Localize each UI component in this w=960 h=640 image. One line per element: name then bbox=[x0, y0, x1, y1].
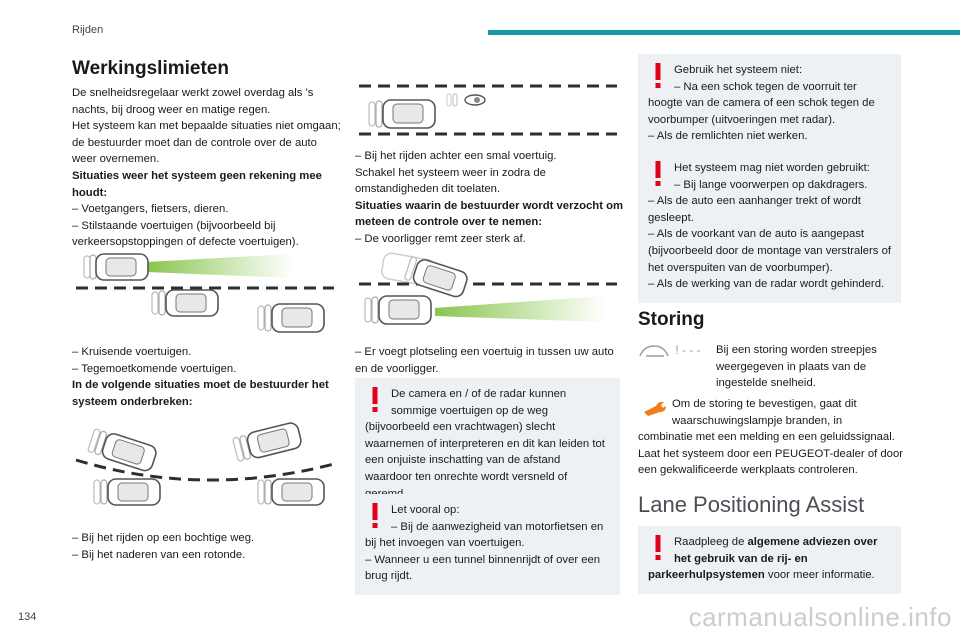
warning-text: Het systeem mag niet worden gebruikt: bbox=[674, 162, 870, 174]
column-2: – Bij het rijden achter een smal voertui… bbox=[355, 148, 625, 248]
storing-warning-lamp-text: Om de storing te bevestigen, gaat dit wa… bbox=[638, 396, 903, 479]
speed-dashes-icon: ! - - - bbox=[638, 342, 708, 364]
section-heading-storing: Storing bbox=[638, 309, 705, 330]
warning-text: De camera en / of de radar kunnen sommig… bbox=[391, 388, 567, 417]
warning-text: Gebruik het systeem niet: bbox=[674, 64, 803, 76]
warning-text: – Bij lange voorwerpen op dakdragers. bbox=[674, 178, 868, 191]
list-item: – Er voegt plotseling een voertuig in tu… bbox=[355, 346, 614, 375]
list-item: – Bij het rijden achter een smal voertui… bbox=[355, 150, 557, 162]
illustration-stationary-vehicles bbox=[76, 253, 334, 333]
watermark: carmanualsonline.info bbox=[688, 602, 952, 632]
warning-text: – Als de remlichten niet werken. bbox=[648, 130, 808, 143]
car-icon bbox=[83, 253, 149, 281]
paragraph: Bij een storing worden streepjes weergeg… bbox=[716, 344, 877, 390]
page-number: 134 bbox=[18, 611, 37, 623]
car-icon bbox=[404, 256, 468, 298]
column-1-cont: – Kruisende voertuigen. – Tegemoetkomend… bbox=[72, 344, 342, 410]
section-heading-werkingslimieten: Werkingslimieten bbox=[72, 58, 229, 79]
header-accent-bar bbox=[488, 30, 960, 35]
illustration-cut-in-vehicle bbox=[359, 252, 617, 325]
column-1-end: – Bij het rijden op een bochtige weg. – … bbox=[72, 530, 342, 563]
list-item: – Kruisende voertuigen. bbox=[72, 346, 192, 358]
list-item: – Stilstaande voertuigen (bijvoorbeeld b… bbox=[72, 219, 299, 249]
warning-text: – Bij de aanwezigheid van motorfietsen e… bbox=[391, 520, 604, 533]
warning-text: Raadpleeg de bbox=[674, 536, 748, 548]
illustration-curved-road bbox=[75, 422, 335, 506]
warning-box-do-not-use: Gebruik het systeem niet: – Na een schok… bbox=[638, 54, 901, 155]
warning-text: – Als de voorkant van de auto is aangepa… bbox=[648, 228, 892, 274]
paragraph: Schakel het systeem weer in zodra de oms… bbox=[355, 166, 546, 196]
warning-icon bbox=[655, 161, 661, 186]
car-icon bbox=[93, 478, 161, 506]
paragraph: Het systeem kan met bepaalde situaties n… bbox=[72, 120, 341, 166]
storing-fault-display: ! - - - Bij een storing worden streepjes… bbox=[638, 342, 903, 392]
section-heading-lane-positioning-assist: Lane Positioning Assist bbox=[638, 492, 865, 517]
warning-icon bbox=[372, 387, 378, 412]
car-icon bbox=[368, 99, 436, 129]
warning-text: hoogte van de camera of een schok tegen … bbox=[648, 97, 875, 126]
car-icon bbox=[151, 289, 219, 317]
car-icon bbox=[232, 422, 302, 462]
paragraph: Om de storing te bevestigen, gaat dit wa… bbox=[672, 398, 857, 427]
warning-box-camera-radar: De camera en / of de radar kunnen sommig… bbox=[355, 378, 620, 513]
illustration-narrow-vehicle bbox=[359, 84, 617, 136]
warning-text: – Wanneer u een tunnel binnenrijdt of ov… bbox=[365, 553, 601, 583]
list-item: – Bij het rijden op een bochtige weg. bbox=[72, 532, 255, 544]
dashes-text: ! - - - bbox=[675, 343, 701, 358]
wrench-icon bbox=[640, 398, 668, 418]
car-icon bbox=[364, 295, 432, 325]
list-item: – Tegemoetkomende voertuigen. bbox=[72, 362, 237, 375]
warning-icon bbox=[655, 535, 661, 560]
list-item: – Bij het naderen van een rotonde. bbox=[72, 548, 246, 561]
warning-text: bij het invoegen van voertuigen. bbox=[365, 537, 525, 550]
warning-icon bbox=[372, 503, 378, 528]
column-2-cont: – Er voegt plotseling een voertuig in tu… bbox=[355, 344, 625, 377]
running-header: Rijden bbox=[72, 24, 104, 36]
warning-icon bbox=[655, 63, 661, 88]
warning-text-bold: parkeerhulpsystemen bbox=[648, 569, 765, 582]
motorbike-icon bbox=[446, 93, 486, 107]
warning-text: – Als de werking van de radar wordt gehi… bbox=[648, 278, 885, 291]
paragraph: De snelheidsregelaar werkt zowel overdag… bbox=[72, 87, 314, 116]
warning-text: voor meer informatie. bbox=[764, 569, 875, 582]
warning-text: – Na een schok tegen de voorruit ter bbox=[674, 80, 857, 93]
paragraph: combinatie met een melding en een geluid… bbox=[638, 431, 903, 477]
list-item: – De voorligger remt zeer sterk af. bbox=[355, 232, 526, 245]
subheading: Situaties weer het systeem geen rekening… bbox=[72, 169, 322, 199]
warning-box-lpa: Raadpleeg de algemene adviezen over het … bbox=[638, 526, 901, 594]
car-icon bbox=[87, 428, 157, 472]
subheading: Situaties waarin de bestuurder wordt ver… bbox=[355, 199, 624, 229]
column-1: Werkingslimieten De snelheidsregelaar we… bbox=[72, 58, 342, 251]
speedometer-car-icon bbox=[639, 345, 669, 357]
car-icon bbox=[257, 303, 325, 333]
warning-text: Let vooral op: bbox=[391, 504, 460, 516]
warning-box-attention: Let vooral op: – Bij de aanwezigheid van… bbox=[355, 494, 620, 595]
list-item: – Voetgangers, fietsers, dieren. bbox=[72, 203, 229, 216]
warning-box-must-not-be-used: Het systeem mag niet worden gebruikt: – … bbox=[638, 152, 901, 303]
car-icon bbox=[257, 478, 325, 506]
warning-text: (bijvoorbeeld een vrachtwagen) slecht wa… bbox=[365, 421, 605, 499]
subheading: In de volgende situaties moet de bestuur… bbox=[72, 379, 329, 408]
warning-text: – Als de auto een aanhanger trekt of wor… bbox=[648, 195, 861, 224]
warning-text-bold: algemene adviezen over het gebruik van d… bbox=[674, 536, 878, 565]
